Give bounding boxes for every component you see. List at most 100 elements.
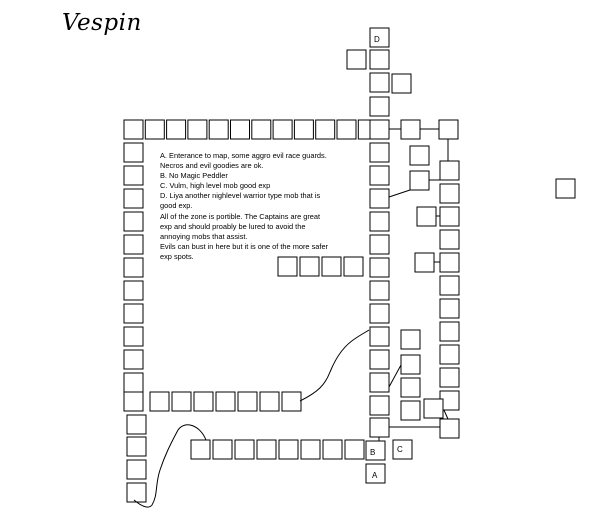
- note-line: All of the zone is portible. The Captain…: [160, 211, 321, 221]
- note-line: annoying mobs that assist.: [160, 231, 248, 241]
- room-bottom-row: [278, 439, 299, 460]
- room-bottom-row: [300, 439, 321, 460]
- room-main-column: [369, 165, 390, 186]
- room-main-column: [369, 280, 390, 301]
- room-small-row: [299, 256, 320, 277]
- room-label-a: A: [372, 471, 378, 480]
- room-a: [365, 463, 386, 484]
- room-main-column: [369, 72, 390, 93]
- room-left-column: [126, 414, 147, 435]
- room-side: [391, 73, 412, 94]
- room-top-row: [187, 119, 208, 140]
- room-top-row: [230, 119, 250, 140]
- room-left-column: [123, 349, 144, 370]
- room-left-column: [123, 234, 144, 255]
- room-right-branch: [438, 119, 459, 140]
- room-left-column: [126, 436, 147, 457]
- room-right-branch: [416, 206, 437, 227]
- room-left-column: [123, 188, 144, 209]
- room-top-row: [272, 119, 293, 140]
- room-small-row: [343, 256, 364, 277]
- note-line: Evils can bust in here but it is one of …: [160, 241, 329, 251]
- room-main-column: [369, 372, 390, 393]
- room-inner-row: [281, 391, 302, 412]
- room-right-branch: [409, 145, 430, 166]
- room-far-column: [439, 160, 460, 181]
- room-left-column: [123, 211, 144, 232]
- room-main-column: [369, 142, 390, 163]
- room-link: [388, 364, 402, 388]
- note-line: exp and should proably be lured to avoid…: [160, 221, 306, 231]
- room-inner-row: [171, 391, 192, 412]
- note-line: A. Enterance to map, some aggro evil rac…: [160, 151, 327, 160]
- room-left-column: [126, 459, 147, 480]
- room-left-column: [126, 482, 147, 503]
- room-left-column: [123, 165, 144, 186]
- room-lower-branch: [400, 354, 421, 375]
- room-main-column: [369, 257, 390, 278]
- note-line: B. No Magic Peddler: [160, 171, 228, 181]
- room-b: [365, 440, 386, 461]
- room-top-row: [123, 119, 144, 140]
- room-bottom-row: [234, 439, 255, 460]
- room-label-d: D: [374, 35, 380, 44]
- room-main-column: [369, 395, 390, 416]
- room-main-column: [369, 349, 390, 370]
- room-left-column: [123, 372, 144, 393]
- room-top-row: [315, 119, 336, 140]
- room-bottom-row: [190, 439, 211, 460]
- room-inner-row: [237, 391, 258, 412]
- room-inner-row: [215, 391, 236, 412]
- room-inner-row: [149, 391, 170, 412]
- room-main-column: [369, 188, 390, 209]
- room-left-column: [123, 280, 144, 301]
- room-lower-branch: [423, 398, 444, 419]
- room-left-column: [123, 391, 144, 412]
- room-top-row: [208, 119, 229, 140]
- room-small-row: [277, 256, 298, 277]
- map-title: Vespin: [62, 10, 142, 36]
- room-far-column: [439, 275, 460, 296]
- room-far-column: [439, 206, 460, 227]
- room-small-row: [321, 256, 342, 277]
- room-main-column: [369, 234, 390, 255]
- note-line: C. Vulm, high level mob good exp: [160, 181, 271, 191]
- room-lower-branch: [400, 377, 421, 398]
- room-left-column: [123, 303, 144, 324]
- room-d: [369, 27, 390, 48]
- room-main-column: [369, 303, 390, 324]
- room-right-branch: [400, 119, 421, 140]
- room-inner-row: [193, 391, 214, 412]
- note-line: Necros and evil goodies are ok.: [160, 161, 264, 171]
- room-far-column: [439, 418, 460, 439]
- path-curves: [133, 329, 370, 508]
- room-main-column: [369, 326, 390, 347]
- winding-path-west: [133, 424, 207, 508]
- room-bottom-row: [256, 439, 277, 460]
- room-right-branch: [409, 170, 430, 191]
- winding-path-east: [299, 329, 370, 402]
- room-label-b: B: [370, 448, 375, 457]
- room-side: [346, 49, 367, 70]
- room-top-row: [166, 119, 187, 140]
- room-bottom-row: [344, 439, 365, 460]
- room-bottom-row: [212, 439, 233, 460]
- room-far-column: [439, 298, 460, 319]
- room-far-column: [439, 321, 460, 342]
- room-far-column: [439, 367, 460, 388]
- note-line: good exp.: [160, 201, 193, 211]
- room-left-column: [123, 326, 144, 347]
- room-top-row: [251, 119, 272, 140]
- room-right-branch: [414, 252, 435, 273]
- room-far-column: [439, 252, 460, 273]
- note-line: exp spots.: [160, 251, 194, 261]
- room-labels: D B C A: [370, 35, 403, 480]
- room-inner-row: [259, 391, 280, 412]
- room-far-column: [439, 229, 460, 250]
- room-c: [392, 439, 413, 460]
- room-top-row: [144, 119, 165, 140]
- room-lower-branch: [400, 329, 421, 350]
- room-label-c: C: [397, 445, 403, 454]
